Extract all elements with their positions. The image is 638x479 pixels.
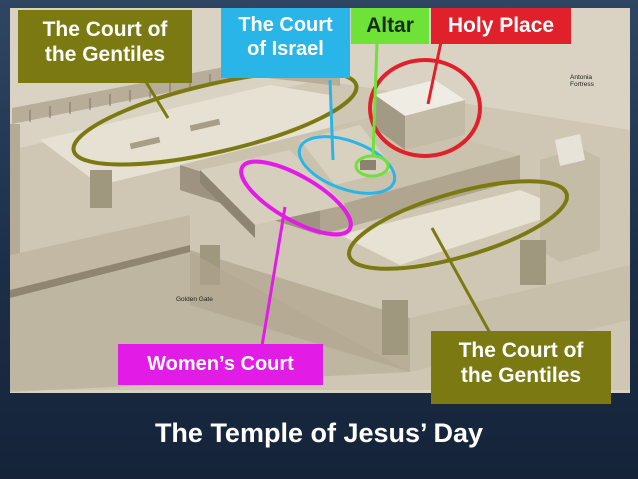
court-of-gentiles-bottom-line1: The Court of	[458, 339, 584, 362]
holy-place-label: Holy Place	[431, 8, 571, 44]
courtyard-feature-2	[189, 118, 221, 132]
court-of-israel-line2: of Israel	[247, 37, 324, 60]
gentiles-bottom-leader	[430, 227, 492, 334]
sanctuary-roof	[375, 80, 465, 116]
gentiles-bottom-ellipse	[347, 179, 569, 271]
altar-label: Altar	[351, 8, 429, 44]
gentiles-top-ellipse	[71, 69, 359, 167]
antonia-fortress	[540, 148, 600, 262]
south-wall-left	[10, 215, 190, 290]
womens-court-leader	[260, 206, 287, 347]
court-of-gentiles-top-line1: The Court of	[42, 18, 168, 41]
front-wall	[190, 250, 410, 372]
holy-place-ellipse	[368, 58, 482, 158]
west-portico	[10, 124, 20, 262]
womens-court-ellipse	[239, 159, 353, 237]
altar-structure	[360, 160, 376, 170]
court-of-israel-label: The Court of Israel	[221, 8, 350, 78]
sanctuary-front	[375, 95, 405, 150]
court-of-israel-ellipse	[297, 135, 397, 195]
west-gate-tower	[90, 170, 112, 208]
courtyard-feature-1	[129, 136, 161, 150]
court-of-gentiles-top-line2: the Gentiles	[44, 42, 166, 66]
slide-title: The Temple of Jesus’ Day	[154, 418, 484, 448]
court-of-gentiles-top-label: The Court of the Gentiles	[18, 10, 192, 83]
altar-leader	[371, 41, 379, 157]
antonia-line2: Fortress	[570, 81, 594, 89]
gentiles-top-leader	[144, 81, 170, 119]
gentiles-court-lower-floor	[340, 190, 570, 265]
court-of-israel-line1: The Court	[238, 14, 333, 36]
womens-court-wall	[200, 170, 255, 238]
golden-gate-text: Golden Gate	[176, 296, 213, 303]
inner-courts-wall-side	[320, 155, 520, 235]
antonia-line1: Antonia	[570, 74, 593, 81]
east-gate-tower	[520, 240, 546, 285]
antonia-tower	[555, 134, 585, 166]
holy-place-leader	[426, 41, 443, 105]
altar-ellipse	[354, 154, 390, 178]
gentiles-court-upper-floor	[40, 85, 330, 185]
court-of-israel-leader	[328, 79, 335, 161]
sanctuary-side	[405, 100, 465, 150]
south-wall-left-shadow	[10, 245, 190, 298]
court-of-gentiles-bottom-label: The Court of the Gentiles	[431, 331, 611, 404]
womens-court-label: Women’s Court	[118, 344, 323, 385]
gate-tower	[382, 300, 408, 355]
court-of-gentiles-bottom-line2: the Gentiles	[460, 363, 582, 387]
antonia-fortress-text: Antonia Fortress	[570, 74, 594, 88]
